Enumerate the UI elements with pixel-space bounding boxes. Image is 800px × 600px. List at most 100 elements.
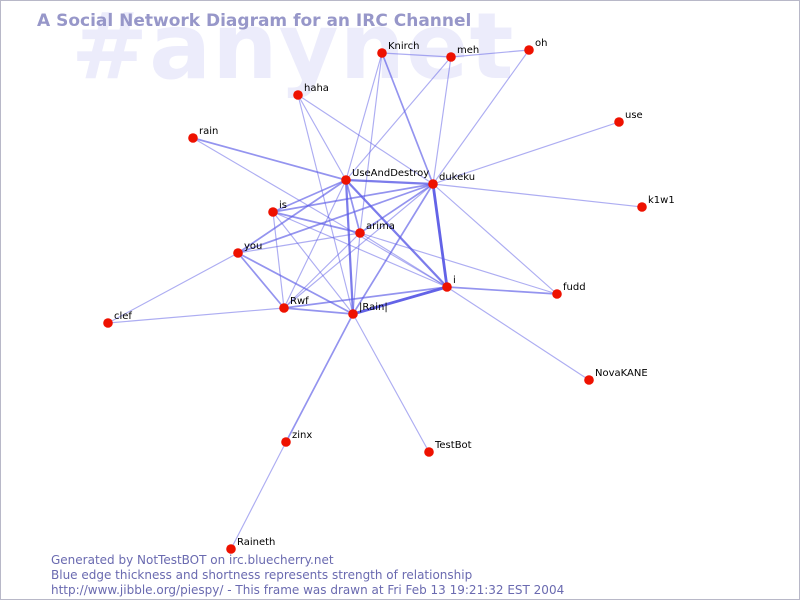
node-label: Knirch: [388, 41, 419, 52]
node-dot: [637, 202, 647, 212]
edge-Rwf-Rain: [283, 307, 354, 315]
node-dot: [377, 48, 387, 58]
edge-i-Rain: [351, 285, 449, 316]
node-dot: [348, 309, 358, 319]
node-dot: [103, 318, 113, 328]
edge-Rwf-clef: [107, 307, 285, 324]
edge-is-arima: [272, 211, 361, 234]
edge-you-Rain: [237, 252, 354, 315]
edge-meh-dukeku: [432, 56, 452, 185]
edge-zinx-Raineth: [230, 441, 287, 550]
node-dot: [428, 179, 438, 189]
edge-UseAndDestroy-is: [272, 179, 347, 213]
edge-arima-fudd: [359, 232, 558, 295]
node-NovaKANE: NovaKANE: [584, 368, 648, 385]
node-dot: [281, 437, 291, 447]
node-dot: [233, 248, 243, 258]
edge-meh-oh: [450, 49, 530, 58]
node-label: TestBot: [434, 440, 472, 451]
node-label: clef: [114, 311, 132, 322]
node-TestBot: TestBot: [424, 440, 472, 457]
edge-is-i: [272, 211, 448, 288]
node-clef: clef: [103, 311, 132, 328]
edge-arima-Rain: [352, 232, 361, 315]
node-dot: [424, 447, 434, 457]
edge-oh-dukeku: [432, 49, 530, 185]
edge-Rain-TestBot: [352, 313, 430, 453]
edge-you-clef: [107, 252, 239, 324]
edge-haha-Rain: [297, 94, 354, 315]
node-rain: rain: [188, 126, 218, 143]
node-label: use: [625, 110, 643, 121]
edge-UseAndDestroy-dukeku: [344, 178, 435, 186]
edge-layer: [107, 49, 643, 550]
edge-rain-UseAndDestroy: [192, 137, 347, 181]
footer-frame-info: http://www.jibble.org/piespy/ - This fra…: [51, 583, 565, 597]
node-dot: [446, 52, 456, 62]
edge-i-Rwf: [283, 286, 448, 309]
node-Knirch: Knirch: [377, 41, 419, 58]
node-label: oh: [535, 38, 547, 49]
edge-arima-you: [237, 232, 361, 254]
edge-Rain-zinx: [285, 313, 354, 443]
edge-is-Rain: [272, 211, 354, 315]
node-dot: [442, 282, 452, 292]
footer-legend-note: Blue edge thickness and shortness repres…: [51, 568, 473, 582]
page-title: A Social Network Diagram for an IRC Chan…: [37, 11, 472, 31]
node-dot: [268, 207, 278, 217]
node-label: i: [453, 275, 456, 286]
node-dot: [293, 90, 303, 100]
node-label: haha: [304, 83, 329, 94]
node-label: Rwf: [290, 296, 309, 307]
node-label: |Rain|: [359, 302, 388, 313]
node-dot: [552, 289, 562, 299]
edge-haha-UseAndDestroy: [297, 94, 347, 181]
edge-meh-UseAndDestroy: [345, 56, 452, 181]
node-dot: [341, 175, 351, 185]
edge-UseAndDestroy-arima: [345, 179, 361, 234]
footer: Generated by NotTestBOT on irc.bluecherr…: [51, 553, 564, 598]
node-zinx: zinx: [281, 430, 312, 447]
node-meh: meh: [446, 45, 479, 62]
node-dot: [226, 544, 236, 554]
node-dukeku: dukeku: [428, 172, 475, 189]
edge-i-NovaKANE: [446, 286, 590, 381]
edge-Knirch-meh: [381, 52, 452, 58]
node-dot: [584, 375, 594, 385]
node-label: UseAndDestroy: [352, 168, 429, 179]
node-label: rain: [199, 126, 218, 137]
edge-dukeku-Rain: [352, 183, 434, 315]
edge-arima-Rwf: [283, 232, 361, 309]
node-oh: oh: [524, 38, 547, 55]
node-label: you: [244, 241, 262, 252]
node-label: k1w1: [648, 195, 675, 206]
node-k1w1: k1w1: [637, 195, 675, 212]
edge-you-Rwf: [237, 252, 285, 309]
edge-dukeku-arima: [359, 183, 434, 234]
node-Raineth: Raineth: [226, 537, 275, 554]
node-label: Raineth: [237, 537, 275, 548]
node-use: use: [614, 110, 643, 127]
node-label: is: [279, 200, 287, 211]
node-dot: [355, 228, 365, 238]
edge-Knirch-UseAndDestroy: [345, 52, 383, 181]
node-dot: [524, 45, 534, 55]
edge-UseAndDestroy-i: [344, 178, 449, 289]
edge-is-Rwf: [272, 211, 285, 309]
node-UseAndDestroy: UseAndDestroy: [341, 168, 429, 185]
footer-generated-by: Generated by NotTestBOT on irc.bluecherr…: [51, 553, 334, 567]
edge-dukeku-is: [272, 183, 434, 213]
node-label: meh: [457, 45, 479, 56]
edge-haha-dukeku: [297, 94, 434, 185]
edge-dukeku-fudd: [432, 183, 558, 295]
edge-dukeku-you: [237, 183, 434, 254]
node-label: zinx: [292, 430, 312, 441]
node-i: i: [442, 275, 456, 292]
edge-i-fudd: [446, 286, 558, 295]
node-is: is: [268, 200, 287, 217]
node-label: fudd: [563, 282, 586, 293]
node-you: you: [233, 241, 262, 258]
